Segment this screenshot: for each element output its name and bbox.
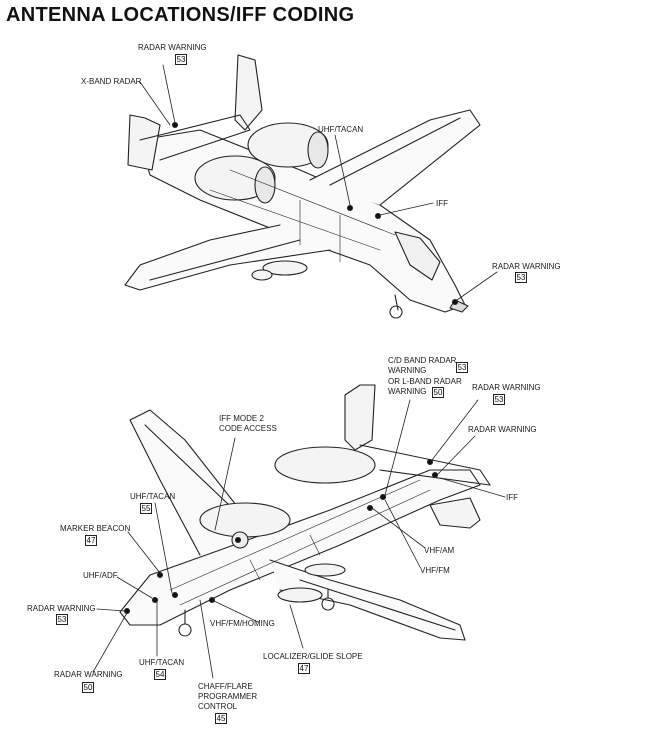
label-iff-top: IFF (436, 199, 448, 208)
label-radar-warning-right2: RADAR WARNING (468, 425, 537, 434)
bottom-wing-right (269, 559, 466, 641)
label-vhf-am: VHF/AM (424, 546, 455, 555)
label-radar-warning-right: RADAR WARNING (472, 383, 541, 392)
label-uhf-tacan-bottom: UHF/TACAN (130, 492, 176, 501)
label-uhf-tacan-bottom2: UHF/TACAN (139, 658, 185, 667)
label-cd-band-1: C/D BAND RADAR (388, 356, 457, 365)
label-iff-mode2-2: CODE ACCESS (219, 424, 277, 433)
ref-radar-warning-bottom: 50 (82, 682, 94, 693)
top-canopy (394, 231, 441, 281)
top-tail-right (234, 54, 263, 131)
label-vhf-fm-homing: VHF/FM/HOMING (210, 619, 275, 628)
label-radar-warning-nose: RADAR WARNING (492, 262, 561, 271)
ref-chaff: 45 (215, 713, 227, 724)
bottom-engine-upper (274, 446, 376, 484)
ref-lband: 50 (432, 387, 444, 398)
label-uhf-adf: UHF/ADF (83, 571, 118, 580)
label-marker-beacon: MARKER BEACON (60, 524, 131, 533)
ref-radar-warning-tail: 53 (175, 54, 187, 65)
ref-cd-band: 53 (456, 362, 468, 373)
label-lband-1: OR L-BAND RADAR (388, 377, 462, 386)
ref-uhf-tacan-bottom: 55 (140, 503, 152, 514)
bottom-tail-bottom (429, 497, 481, 529)
bottom-tail-top (344, 384, 376, 451)
aircraft-bottom-view (92, 384, 506, 679)
label-cd-band-2: WARNING (388, 366, 427, 375)
label-uhf-tacan-top: UHF/TACAN (318, 125, 364, 134)
label-chaff-2: PROGRAMMER (198, 692, 258, 701)
label-iff-bottom: IFF (506, 493, 518, 502)
page-title: ANTENNA LOCATIONS/IFF CODING (6, 4, 355, 26)
top-wing-left (124, 224, 331, 291)
ref-radar-warning-left: 53 (56, 614, 68, 625)
label-xband-radar: X-BAND RADAR (81, 77, 142, 86)
label-localizer: LOCALIZER/GLIDE SLOPE (263, 652, 363, 661)
label-radar-warning-bottom: RADAR WARNING (54, 670, 123, 679)
label-chaff-1: CHAFF/FLARE (198, 682, 253, 691)
label-vhf-fm: VHF/FM (420, 566, 450, 575)
ref-marker-beacon: 47 (85, 535, 97, 546)
top-wing-right (309, 109, 481, 206)
label-radar-warning-tail: RADAR WARNING (138, 43, 207, 52)
ref-radar-warning-nose: 53 (515, 272, 527, 283)
label-chaff-3: CONTROL (198, 702, 238, 711)
top-tail-left (127, 114, 161, 171)
ref-localizer: 47 (298, 663, 310, 674)
aircraft-top-view (124, 54, 498, 319)
ref-radar-warning-right: 53 (493, 394, 505, 405)
ref-uhf-tacan-bottom2: 54 (154, 669, 166, 680)
label-radar-warning-left: RADAR WARNING (27, 604, 96, 613)
label-lband-2: WARNING (388, 387, 427, 396)
bottom-engine-lower (199, 502, 291, 538)
label-iff-mode2-1: IFF MODE 2 (219, 414, 264, 423)
